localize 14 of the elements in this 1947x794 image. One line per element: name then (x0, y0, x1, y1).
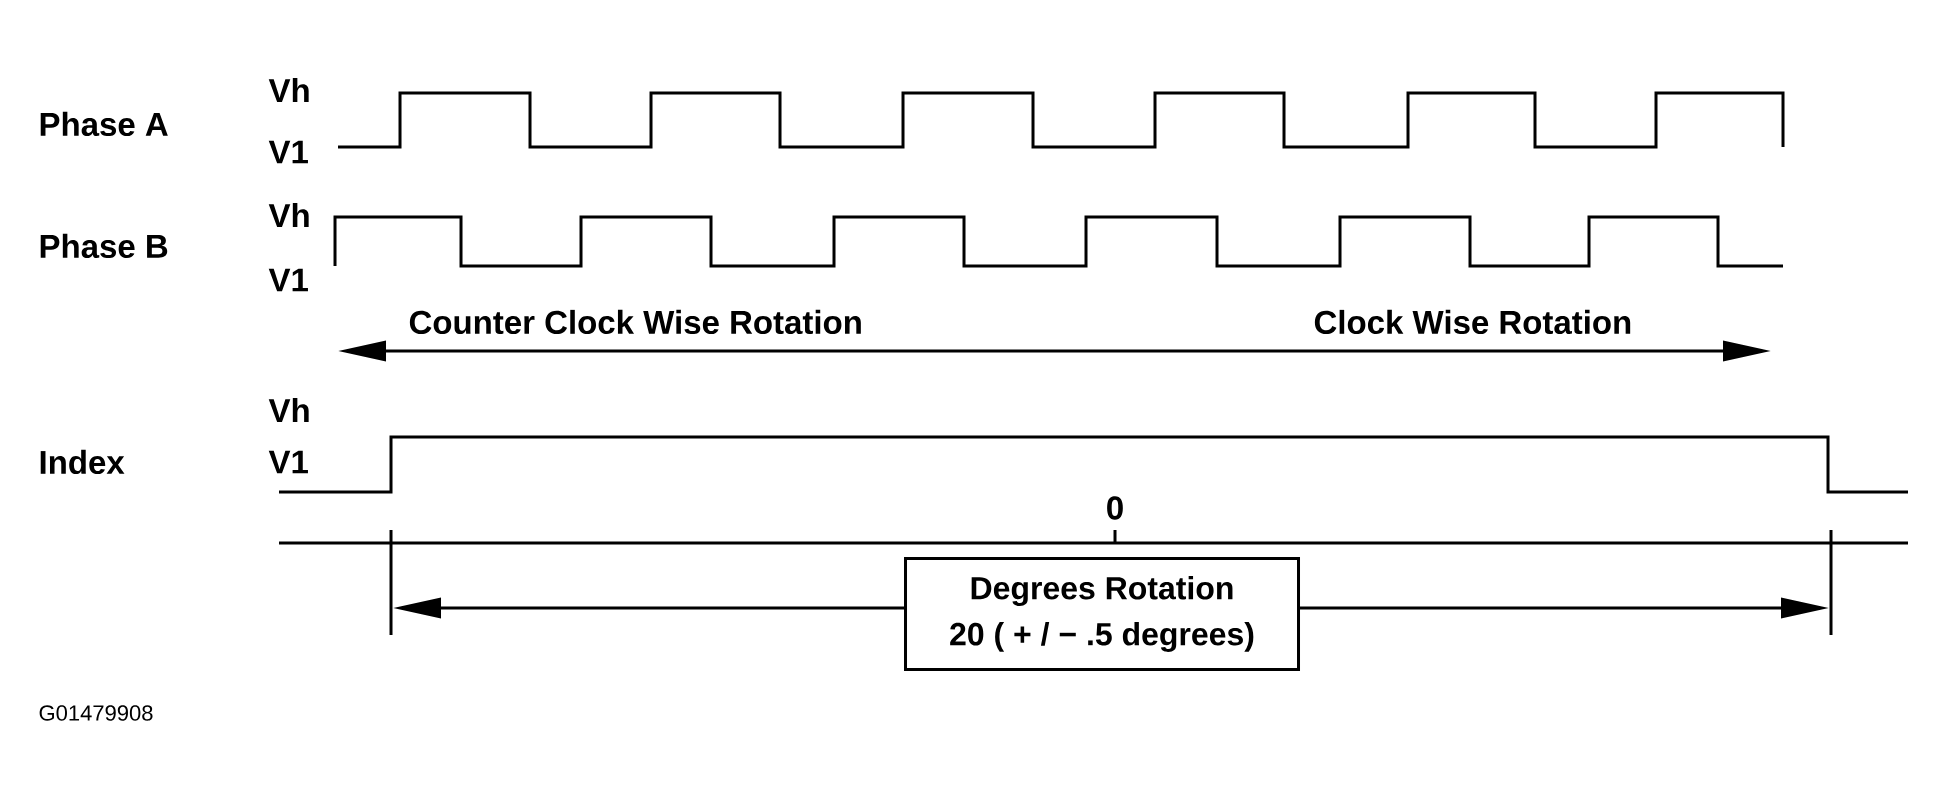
signal-label: Phase B (40, 233, 168, 259)
signal-label: Phase A (40, 111, 168, 137)
level-label: Vh (268, 398, 309, 422)
zero-label: 0 (1107, 496, 1123, 520)
level-label: Vh (268, 203, 309, 227)
rotation-label: Counter Clock Wise Rotation (409, 309, 861, 335)
dimension-box: Degrees Rotation 20 ( + / − .5 degrees) (904, 557, 1300, 671)
level-label: Vh (268, 78, 309, 102)
signal-label: Index (40, 449, 125, 475)
level-label: V1 (268, 450, 308, 474)
level-label: V1 (268, 140, 308, 164)
rotation-label: Clock Wise Rotation (1314, 309, 1631, 335)
figure-id: G01479908 (39, 705, 153, 721)
level-label: V1 (268, 268, 308, 292)
